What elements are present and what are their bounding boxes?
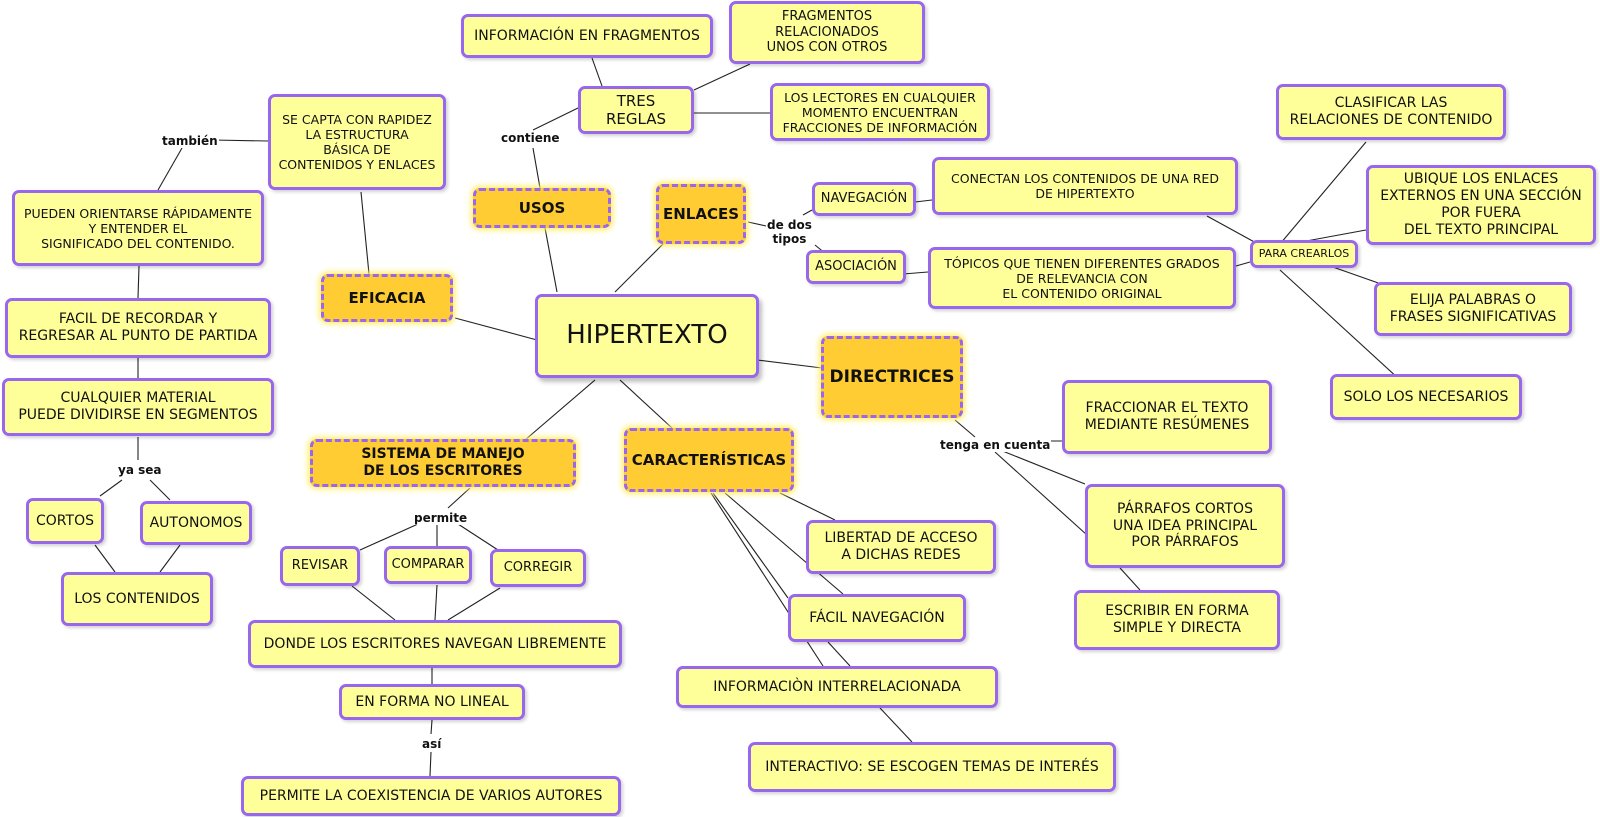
node-escribir-en-forma[interactable]: ESCRIBIR EN FORMA SIMPLE Y DIRECTA xyxy=(1074,590,1280,650)
category-caracteristicas-label: CARACTERÍSTICAS xyxy=(631,451,787,469)
category-enlaces[interactable]: ENLACES xyxy=(656,184,746,244)
node-parrafos-label: PÁRRAFOS CORTOS UNA IDEA PRINCIPAL POR P… xyxy=(1112,500,1258,551)
node-en-forma-no-lineal[interactable]: EN FORMA NO LINEAL xyxy=(339,684,525,720)
node-pueden-label: PUEDEN ORIENTARSE RÁPIDAMENTE Y ENTENDER… xyxy=(23,205,253,251)
node-elija-label: ELIJA PALABRAS O FRASES SIGNIFICATIVAS xyxy=(1389,292,1557,325)
node-ubique-los-enlaces[interactable]: UBIQUE LOS ENLACES EXTERNOS EN UNA SECCI… xyxy=(1366,165,1596,245)
category-usos[interactable]: USOS xyxy=(473,188,611,228)
category-usos-label: USOS xyxy=(518,199,566,217)
node-navegacion-label: NAVEGACIÓN xyxy=(820,191,908,207)
node-solo-label: SOLO LOS NECESARIOS xyxy=(1343,388,1509,405)
category-directrices[interactable]: DIRECTRICES xyxy=(821,336,963,418)
node-informacion-en-fragmentos[interactable]: INFORMACIÓN EN FRAGMENTOS xyxy=(461,14,713,58)
node-donde-label: DONDE LOS ESCRITORES NAVEGAN LIBREMENTE xyxy=(263,635,607,652)
node-clasificar[interactable]: CLASIFICAR LAS RELACIONES DE CONTENIDO xyxy=(1276,84,1506,140)
node-conectan-los-contenidos[interactable]: CONECTAN LOS CONTENIDOS DE UNA RED DE HI… xyxy=(932,157,1238,215)
node-libertad-label: LIBERTAD DE ACCESO A DICHAS REDES xyxy=(824,530,978,563)
link-label-tambien: también xyxy=(161,134,219,149)
node-comparar[interactable]: COMPARAR xyxy=(384,546,472,584)
node-escribir-label: ESCRIBIR EN FORMA SIMPLE Y DIRECTA xyxy=(1105,603,1249,636)
link-label-ya-sea: ya sea xyxy=(117,463,163,478)
node-facil-navegacion[interactable]: FÁCIL NAVEGACIÓN xyxy=(788,594,966,642)
category-enlaces-label: ENLACES xyxy=(662,205,740,223)
link-label-permite: permite xyxy=(413,511,469,526)
node-parrafos-cortos[interactable]: PÁRRAFOS CORTOS UNA IDEA PRINCIPAL POR P… xyxy=(1085,484,1285,568)
link-label-de-dos-tipos: de dos tipos xyxy=(766,218,813,247)
node-tres-reglas-label: TRES REGLAS xyxy=(605,92,666,128)
node-elija-palabras[interactable]: ELIJA PALABRAS O FRASES SIGNIFICATIVAS xyxy=(1374,282,1572,336)
node-donde-los-escritores[interactable]: DONDE LOS ESCRITORES NAVEGAN LIBREMENTE xyxy=(248,620,622,668)
node-solo-los-necesarios[interactable]: SOLO LOS NECESARIOS xyxy=(1330,374,1522,420)
category-sistema-label: SISTEMA DE MANEJO DE LOS ESCRITORES xyxy=(361,446,525,479)
node-ubique-label: UBIQUE LOS ENLACES EXTERNOS EN UNA SECCI… xyxy=(1380,171,1582,238)
node-topicos[interactable]: TÓPICOS QUE TIENEN DIFERENTES GRADOS DE … xyxy=(928,247,1236,309)
node-coexistencia-label: PERMITE LA COEXISTENCIA DE VARIOS AUTORE… xyxy=(259,787,603,804)
node-navegacion[interactable]: NAVEGACIÓN xyxy=(812,182,916,216)
node-los-contenidos-label: LOS CONTENIDOS xyxy=(74,590,200,607)
node-autonomos[interactable]: AUTONOMOS xyxy=(140,501,252,545)
node-autonomos-label: AUTONOMOS xyxy=(149,514,243,531)
category-directrices-label: DIRECTRICES xyxy=(829,366,955,387)
link-label-contiene: contiene xyxy=(500,131,561,146)
node-cualquier-material[interactable]: CUALQUIER MATERIAL PUEDE DIVIDIRSE EN SE… xyxy=(2,378,274,436)
node-fragmentos-relacionados-label: FRAGMENTOS RELACIONADOS UNOS CON OTROS xyxy=(766,9,888,56)
node-no-lineal-label: EN FORMA NO LINEAL xyxy=(355,693,509,710)
category-eficacia[interactable]: EFICACIA xyxy=(321,274,453,322)
category-sistema-de-manejo[interactable]: SISTEMA DE MANEJO DE LOS ESCRITORES xyxy=(310,439,576,487)
node-asociacion[interactable]: ASOCIACIÓN xyxy=(806,250,906,284)
node-asociacion-label: ASOCIACIÓN xyxy=(815,259,897,275)
node-revisar-label: REVISAR xyxy=(291,558,349,574)
central-node-hipertexto[interactable]: HIPERTEXTO xyxy=(535,294,759,378)
node-libertad-de-acceso[interactable]: LIBERTAD DE ACCESO A DICHAS REDES xyxy=(806,520,996,574)
node-corregir-label: CORREGIR xyxy=(503,560,573,576)
node-los-lectores-label: LOS LECTORES EN CUALQUIER MOMENTO ENCUEN… xyxy=(782,89,978,135)
node-para-crearlos-label: PARA CREARLOS xyxy=(1258,247,1350,261)
node-coexistencia[interactable]: PERMITE LA COEXISTENCIA DE VARIOS AUTORE… xyxy=(241,776,621,816)
node-fraccionar-label: FRACCIONAR EL TEXTO MEDIANTE RESÚMENES xyxy=(1084,400,1250,433)
node-se-capta-label: SE CAPTA CON RAPIDEZ LA ESTRUCTURA BÁSIC… xyxy=(278,112,436,172)
node-corregir[interactable]: CORREGIR xyxy=(490,549,586,587)
node-se-capta-con-rapidez[interactable]: SE CAPTA CON RAPIDEZ LA ESTRUCTURA BÁSIC… xyxy=(268,94,446,190)
node-interactivo[interactable]: INTERACTIVO: SE ESCOGEN TEMAS DE INTERÉS xyxy=(748,742,1116,792)
node-cortos-label: CORTOS xyxy=(36,512,94,529)
node-fragmentos-relacionados[interactable]: FRAGMENTOS RELACIONADOS UNOS CON OTROS xyxy=(729,1,925,64)
node-facil-recordar-label: FACIL DE RECORDAR Y REGRESAR AL PUNTO DE… xyxy=(18,311,258,344)
node-fraccionar-el-texto[interactable]: FRACCIONAR EL TEXTO MEDIANTE RESÚMENES xyxy=(1062,380,1272,454)
node-tres-reglas[interactable]: TRES REGLAS xyxy=(578,86,694,134)
node-los-contenidos[interactable]: LOS CONTENIDOS xyxy=(61,572,213,626)
node-comparar-label: COMPARAR xyxy=(391,557,465,573)
link-label-asi: así xyxy=(421,737,443,752)
node-revisar[interactable]: REVISAR xyxy=(280,546,360,586)
node-info-inter-label: INFORMACIÒN INTERRELACIONADA xyxy=(713,678,961,695)
node-los-lectores[interactable]: LOS LECTORES EN CUALQUIER MOMENTO ENCUEN… xyxy=(770,83,990,141)
category-caracteristicas[interactable]: CARACTERÍSTICAS xyxy=(624,428,794,492)
central-node-label: HIPERTEXTO xyxy=(566,320,728,351)
node-cortos[interactable]: CORTOS xyxy=(26,498,104,544)
node-clasificar-label: CLASIFICAR LAS RELACIONES DE CONTENIDO xyxy=(1289,95,1493,128)
node-conectan-label: CONECTAN LOS CONTENIDOS DE UNA RED DE HI… xyxy=(951,171,1219,201)
node-informacion-interrelacionada[interactable]: INFORMACIÒN INTERRELACIONADA xyxy=(676,666,998,708)
node-pueden-orientarse[interactable]: PUEDEN ORIENTARSE RÁPIDAMENTE Y ENTENDER… xyxy=(12,190,264,266)
node-informacion-en-fragmentos-label: INFORMACIÓN EN FRAGMENTOS xyxy=(474,27,700,44)
node-facil-de-recordar[interactable]: FACIL DE RECORDAR Y REGRESAR AL PUNTO DE… xyxy=(5,298,271,358)
node-interactivo-label: INTERACTIVO: SE ESCOGEN TEMAS DE INTERÉS xyxy=(765,758,1099,775)
category-eficacia-label: EFICACIA xyxy=(348,289,426,307)
node-topicos-label: TÓPICOS QUE TIENEN DIFERENTES GRADOS DE … xyxy=(944,255,1220,301)
node-para-crearlos[interactable]: PARA CREARLOS xyxy=(1250,240,1358,268)
node-cualquier-label: CUALQUIER MATERIAL PUEDE DIVIDIRSE EN SE… xyxy=(18,390,258,423)
node-facil-nav-label: FÁCIL NAVEGACIÓN xyxy=(809,609,945,626)
link-label-tenga-en-cuenta: tenga en cuenta xyxy=(939,438,1052,453)
